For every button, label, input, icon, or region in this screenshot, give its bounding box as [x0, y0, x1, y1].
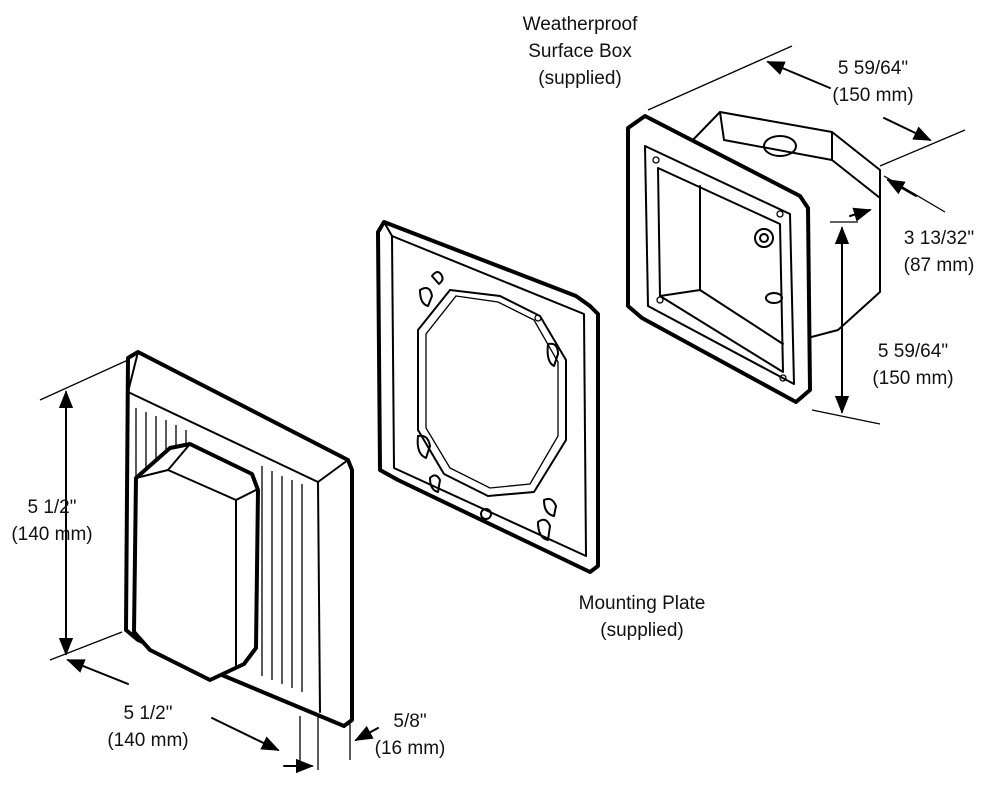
- device-depth-dimension-label: 5/8" (16 mm): [362, 708, 458, 762]
- strobe-device: [39, 350, 379, 774]
- keyhole-slot-icon: [431, 271, 444, 285]
- device-width-imperial: 5 1/2": [123, 703, 173, 724]
- box-height-dimension-label: 5 59/64" (150 mm): [858, 338, 968, 392]
- mounting-plate-label: Mounting Plate (supplied): [552, 590, 732, 644]
- box-width-metric: (150 mm): [832, 85, 914, 106]
- strobe-lens: [132, 442, 260, 682]
- box-depth-imperial: 3 13/32": [903, 228, 975, 249]
- device-height-metric: (140 mm): [11, 524, 93, 545]
- surface-box-label-line2: Surface Box: [528, 41, 632, 62]
- mounting-plate-label-line1: Mounting Plate: [578, 593, 706, 614]
- mounting-plate: [376, 220, 600, 574]
- device-depth-imperial: 5/8": [393, 711, 427, 732]
- box-width-dimension-label: 5 59/64" (150 mm): [818, 55, 928, 109]
- mounting-plate-label-line2: (supplied): [600, 620, 684, 641]
- device-width-metric: (140 mm): [107, 730, 189, 751]
- box-depth-metric: (87 mm): [903, 255, 975, 276]
- device-depth-metric: (16 mm): [374, 738, 446, 759]
- device-width-dimension-label: 5 1/2" (140 mm): [96, 700, 200, 754]
- surface-box-label-line1: Weatherproof: [522, 14, 638, 35]
- surface-box-label-line3: (supplied): [538, 68, 622, 89]
- box-depth-dimension-label: 3 13/32" (87 mm): [884, 225, 994, 279]
- device-height-dimension-label: 5 1/2" (140 mm): [0, 494, 104, 548]
- surface-box-label: Weatherproof Surface Box (supplied): [500, 11, 660, 92]
- device-height-imperial: 5 1/2": [27, 497, 77, 518]
- box-height-imperial: 5 59/64": [877, 341, 949, 362]
- surface-box-flange: [626, 114, 812, 404]
- box-width-imperial: 5 59/64": [837, 58, 909, 79]
- octagon-opening: [417, 289, 567, 497]
- knockout-top-icon: [763, 135, 797, 157]
- box-height-metric: (150 mm): [872, 368, 954, 389]
- surface-box: [626, 45, 966, 425]
- conduit-knockout-icon: [754, 228, 774, 248]
